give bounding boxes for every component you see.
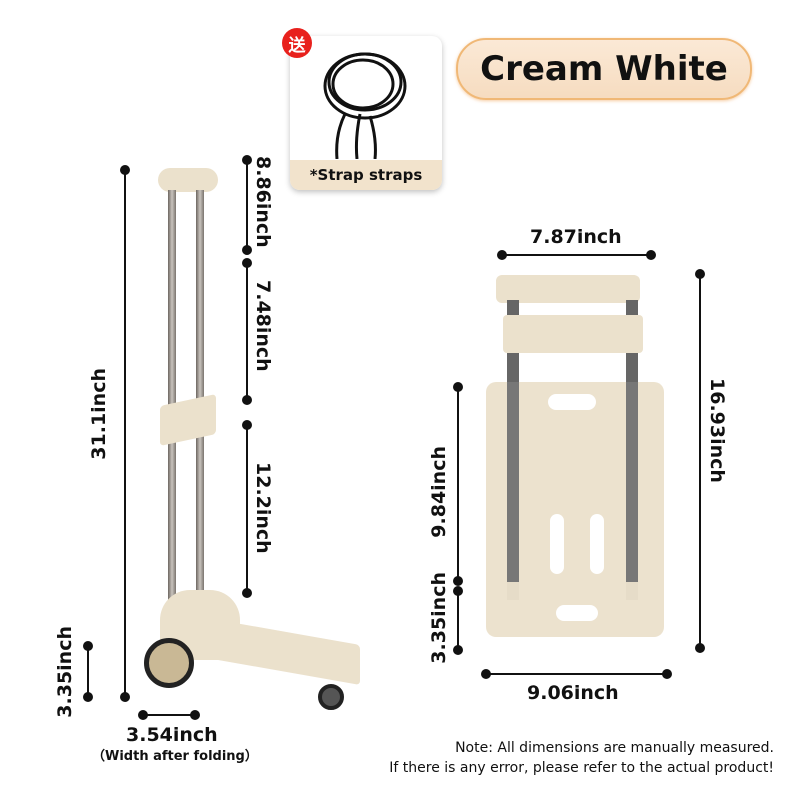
dim-line-handle: [246, 160, 248, 248]
dim-dot: [83, 692, 93, 702]
color-option-pill[interactable]: Cream White: [456, 38, 752, 100]
dim-dot: [695, 643, 705, 653]
note-line-1: Note: All dimensions are manually measur…: [455, 740, 774, 756]
dim-dot: [242, 395, 252, 405]
dim-line-middle: [246, 262, 248, 400]
dim-line-folded-height: [699, 274, 701, 646]
gift-caption: *Strap straps: [290, 160, 442, 190]
dim-line-total-height: [124, 170, 126, 695]
folded-width-note: （Width after folding）: [92, 749, 258, 764]
handle-width-label: 7.87inch: [530, 226, 622, 248]
wheel-height-label: 3.35inch: [54, 626, 76, 718]
dim-dot: [120, 692, 130, 702]
base-height-label: 3.35inch: [428, 572, 450, 664]
dim-line-handle-width: [502, 254, 650, 256]
plate-height-label: 9.84inch: [428, 446, 450, 538]
dim-dot: [453, 576, 463, 586]
folded-width-label: 3.54inch: [126, 724, 218, 746]
gift-card: *Strap straps: [290, 36, 442, 190]
disclaimer-note: Note: All dimensions are manually measur…: [389, 738, 774, 778]
dim-dot: [242, 245, 252, 255]
note-line-2: If there is any error, please refer to t…: [389, 760, 774, 776]
total-height-label: 31.1inch: [88, 368, 110, 460]
dim-dot: [242, 588, 252, 598]
dim-line-lower: [246, 425, 248, 593]
bungee-cord-icon: [323, 52, 407, 159]
middle-segment-label: 7.48inch: [252, 280, 274, 372]
handle-segment-label: 8.86inch: [252, 156, 274, 248]
dim-line-plate-height: [457, 387, 459, 580]
dim-line-plate-width: [486, 673, 664, 675]
dim-dot: [190, 710, 200, 720]
dim-dot: [453, 645, 463, 655]
plate-width-label: 9.06inch: [527, 682, 619, 704]
side-view-trolley: [130, 160, 370, 720]
dim-dot: [646, 250, 656, 260]
gift-badge: 送: [282, 28, 312, 58]
dim-line-wheel: [87, 646, 89, 696]
dim-line-base-height: [457, 590, 459, 648]
dim-dot: [662, 669, 672, 679]
folded-height-label: 16.93inch: [706, 378, 728, 483]
lower-segment-label: 12.2inch: [252, 462, 274, 554]
dim-line-folded-width: [143, 714, 193, 716]
front-view-trolley: [480, 270, 670, 650]
